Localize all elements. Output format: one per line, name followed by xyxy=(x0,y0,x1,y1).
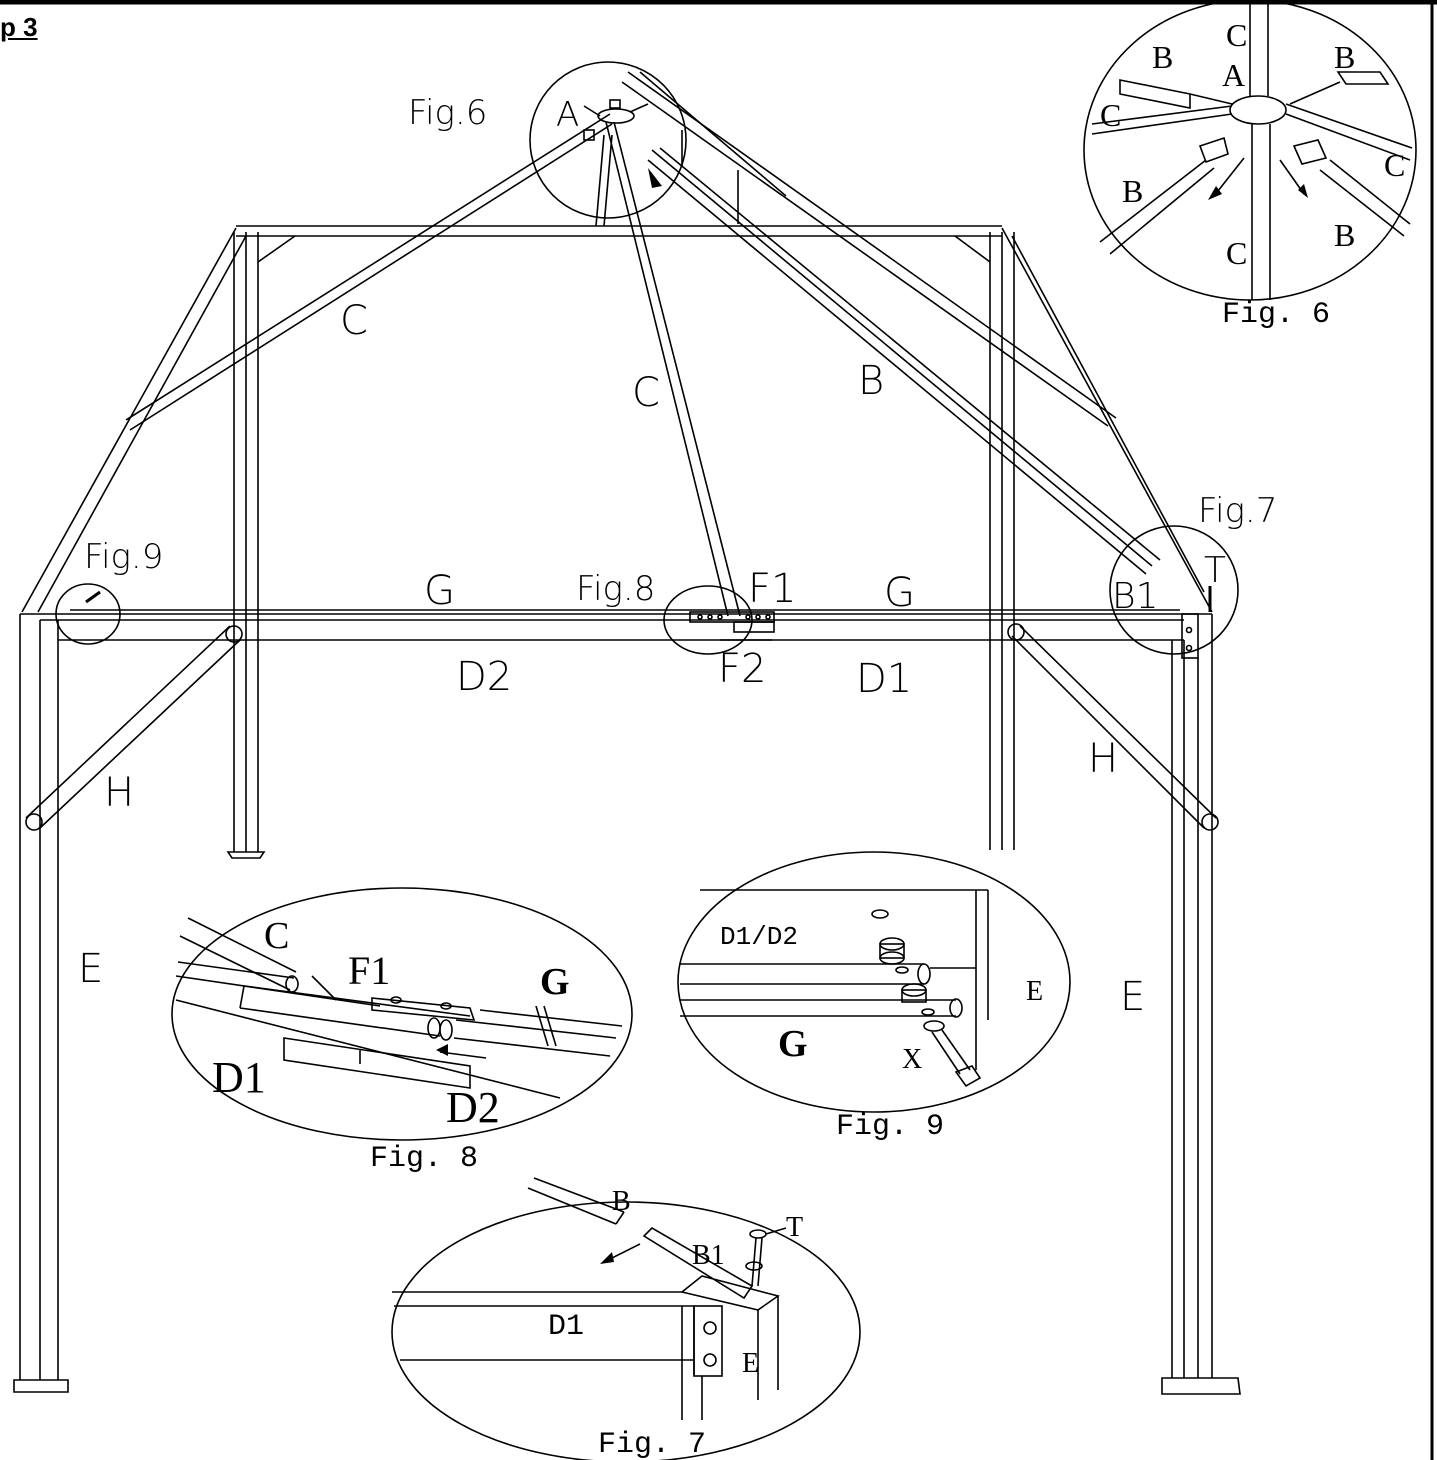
main-labels: Fig.6 A C C B Fig.7 T B1 Fig.9 G Fig.8 F… xyxy=(78,93,1277,1020)
fig7-label-b1: B1 xyxy=(692,1240,725,1271)
label-b1: B1 xyxy=(1112,576,1158,617)
fig8-label-d1: D1 xyxy=(212,1053,266,1102)
gazebo-frame xyxy=(13,61,1241,1395)
fig6-label-c-top: C xyxy=(1226,17,1247,53)
fig6-caption: Fig. 6 xyxy=(1222,298,1330,332)
brace-h-left xyxy=(25,625,243,831)
label-fig8: Fig.8 xyxy=(576,569,655,609)
fig7-label-d1: D1 xyxy=(548,1310,584,1344)
label-a: A xyxy=(556,95,579,135)
fig8-label-d2: D2 xyxy=(446,1083,500,1132)
brace-h-right xyxy=(1007,623,1219,831)
fig7-caption: Fig. 7 xyxy=(598,1428,706,1460)
fig9-label-x: X xyxy=(902,1044,922,1075)
label-b-right: B xyxy=(858,358,884,404)
fig8-label-c: C xyxy=(264,915,289,957)
fig9-label-e: E xyxy=(1026,976,1043,1007)
label-e-right: E xyxy=(1120,974,1145,1020)
callout-fig7 xyxy=(1109,525,1239,655)
fig6-detail: C A B B C C B B C Fig. 6 xyxy=(1083,0,1417,332)
label-h-right: H xyxy=(1088,736,1118,782)
fig9-detail: D1/D2 E G X Fig. 9 xyxy=(677,851,1071,1144)
callout-fig9 xyxy=(55,583,121,645)
fig8-label-f1: F1 xyxy=(348,948,390,993)
back-post-left xyxy=(226,232,266,859)
fig9-label-d1d2: D1/D2 xyxy=(720,922,798,952)
fig6-label-b-br: B xyxy=(1334,217,1355,253)
fig6-label-a: A xyxy=(1222,57,1245,93)
label-e-left: E xyxy=(78,946,103,992)
label-d1: D1 xyxy=(856,656,912,702)
arrow-left-icon xyxy=(436,1044,448,1056)
front-post-left xyxy=(13,614,69,1393)
label-fig9: Fig.9 xyxy=(84,537,163,577)
label-h-left: H xyxy=(104,770,134,816)
label-fig7: Fig.7 xyxy=(1198,491,1277,531)
arrow-down-right-icon xyxy=(1298,184,1308,198)
fig6-label-c-bottom: C xyxy=(1226,235,1247,271)
fig7-label-e: E xyxy=(742,1348,759,1379)
fig8-detail: C F1 G D1 D2 Fig. 8 xyxy=(171,887,633,1176)
fig7-label-b: B xyxy=(612,1186,631,1217)
fig6-label-c-right: C xyxy=(1384,147,1405,183)
fig6-label-b-tl: B xyxy=(1152,39,1173,75)
label-f1: F1 xyxy=(748,566,796,612)
front-post-right xyxy=(1161,614,1241,1395)
fig9-caption: Fig. 9 xyxy=(836,1110,944,1144)
fig6-label-b-bl: B xyxy=(1122,173,1143,209)
fig9-label-g: G xyxy=(778,1023,808,1065)
label-f2: F2 xyxy=(718,646,766,692)
label-c-left: C xyxy=(340,298,368,344)
callout-fig8 xyxy=(663,585,753,655)
hub-arrow-icon xyxy=(648,168,662,188)
fig6-label-b-tr: B xyxy=(1334,39,1355,75)
label-g-right: G xyxy=(884,570,915,616)
fig8-label-g: G xyxy=(540,961,570,1003)
callout-fig6 xyxy=(529,61,687,219)
label-fig6: Fig.6 xyxy=(408,93,487,133)
arrow-down-left-icon xyxy=(1208,186,1222,200)
arrow-up-left-icon xyxy=(600,1252,614,1264)
back-post-right xyxy=(989,232,1015,850)
label-d2: D2 xyxy=(456,654,512,700)
label-c-mid: C xyxy=(632,370,660,416)
fig7-detail: B B1 T D1 E Fig. 7 xyxy=(391,1177,861,1460)
step-heading: p 3 xyxy=(0,12,38,42)
label-g-left: G xyxy=(424,568,455,614)
fig8-caption: Fig. 8 xyxy=(370,1142,478,1176)
fig7-label-t: T xyxy=(786,1212,803,1243)
label-t: T xyxy=(1204,550,1226,591)
fig6-label-c-left: C xyxy=(1100,97,1121,133)
